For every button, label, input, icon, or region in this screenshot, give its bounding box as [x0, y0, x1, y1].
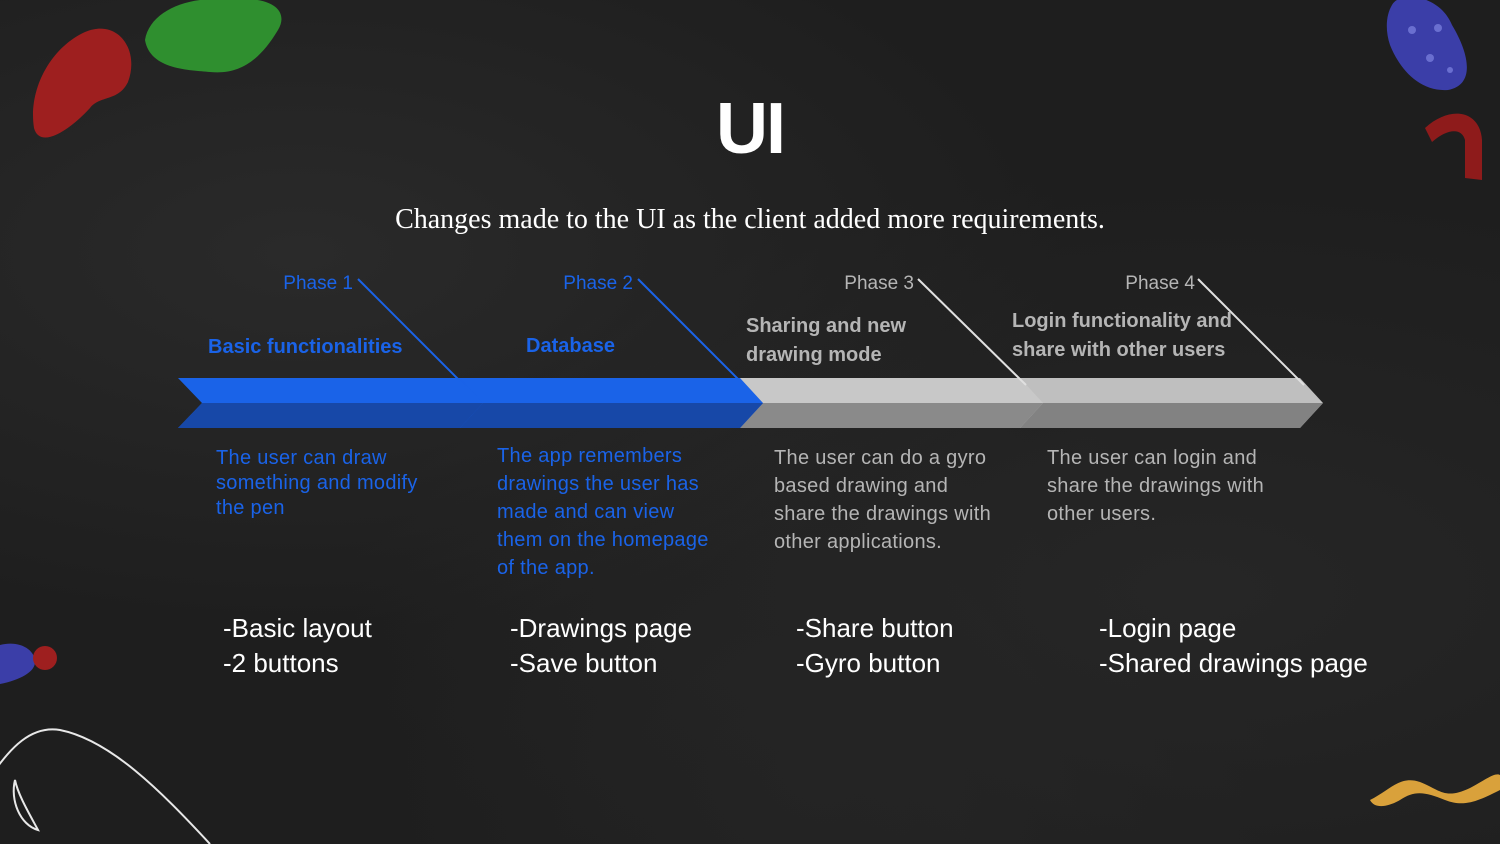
red-blob-shape	[33, 28, 132, 138]
phase-3-description: The user can do a gyro based drawing and…	[774, 447, 992, 553]
feature-item: -Gyro button	[796, 648, 941, 678]
feature-item: -Shared drawings page	[1099, 648, 1368, 678]
phase-3-label: Phase 3	[844, 273, 914, 294]
page-subtitle: Changes made to the UI as the client add…	[395, 204, 1105, 235]
phase-4-heading: Login functionality and share with other…	[1012, 310, 1232, 361]
phase-1-heading: Basic functionalities	[208, 336, 403, 358]
phase-1-description: The user can draw something and modify t…	[216, 447, 418, 519]
green-blob-shape	[145, 0, 282, 73]
red-hook-shape	[1425, 113, 1482, 180]
phase-3-features: -Share button -Gyro button	[796, 611, 954, 681]
phase-1-features: -Basic layout -2 buttons	[223, 611, 372, 681]
phase-4-pointer-line	[1197, 278, 1305, 386]
phase-2-features: -Drawings page -Save button	[510, 611, 692, 681]
yellow-wave-shape	[1370, 774, 1500, 807]
white-loop-line	[12, 779, 40, 832]
feature-item: -Drawings page	[510, 613, 693, 643]
phase-2-label: Phase 2	[563, 273, 633, 294]
white-curve-line	[0, 728, 211, 844]
purple-blob-shape	[1386, 0, 1467, 91]
phase-4-description: The user can login and share the drawing…	[1047, 447, 1265, 525]
page-title: UI	[716, 89, 786, 169]
red-dot-shape	[33, 646, 57, 670]
phase-3-pointer-line	[917, 278, 1027, 386]
phase-4-features: -Login page -Shared drawings page	[1099, 611, 1368, 681]
feature-item: -Login page	[1099, 613, 1237, 643]
phase-2-heading: Database	[526, 335, 615, 357]
phase-1-label: Phase 1	[283, 273, 353, 294]
feature-item: -Share button	[796, 613, 954, 643]
phase-1-pointer-line	[357, 278, 466, 387]
phase-4-label: Phase 4	[1125, 273, 1195, 294]
feature-item: -Save button	[510, 648, 658, 678]
phase-2-description: The app remembers drawings the user has …	[497, 445, 709, 579]
phase-2-pointer-line	[637, 278, 743, 384]
purple-half-circle-shape	[0, 643, 35, 684]
phase-3-heading: Sharing and new drawing mode	[746, 315, 907, 366]
feature-item: -Basic layout	[223, 613, 372, 643]
feature-item: -2 buttons	[223, 648, 339, 678]
